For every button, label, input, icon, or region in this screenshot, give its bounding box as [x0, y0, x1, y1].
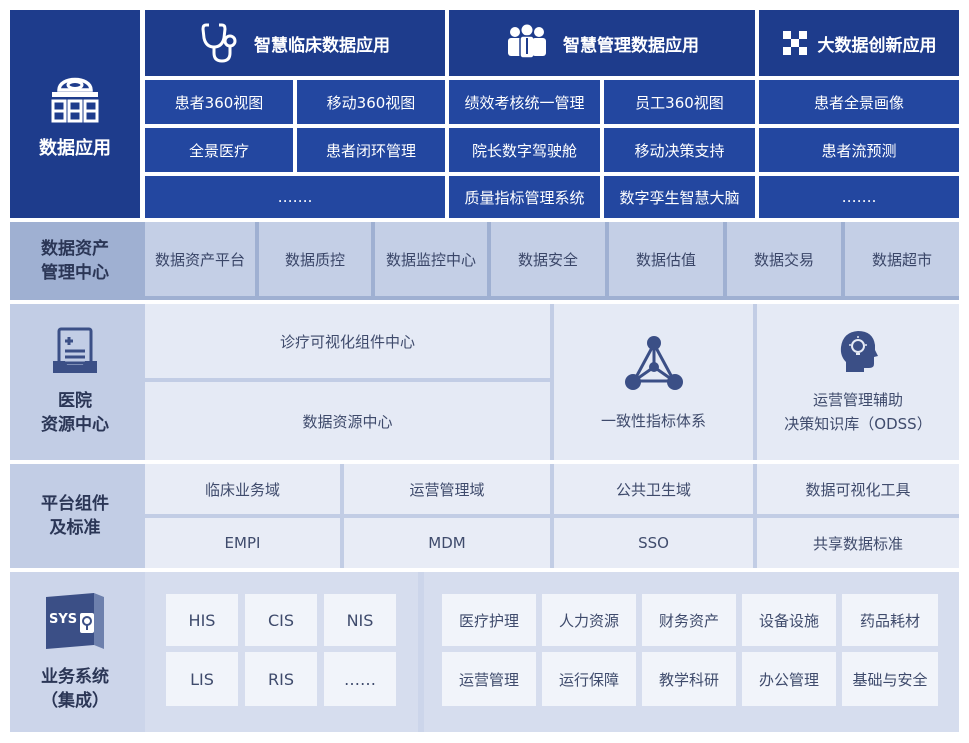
header-clinical-title: 智慧临床数据应用: [254, 35, 390, 56]
system-tile: 药品耗材: [842, 594, 938, 646]
app-tile: 质量指标管理系统: [449, 176, 600, 218]
system-tile: 人力资源: [542, 594, 636, 646]
platform-standard: MDM: [344, 518, 550, 568]
app-tile: 绩效考核统一管理: [449, 80, 600, 124]
app-tile: 全景医疗: [145, 128, 293, 172]
system-tile-ellipsis: ……: [324, 652, 396, 706]
platform-domain: 运营管理域: [344, 464, 550, 514]
database-app-icon: [48, 68, 102, 124]
brain-bulb-icon: [838, 328, 878, 374]
system-tile: CIS: [245, 594, 317, 646]
index-system-card: 一致性指标体系: [554, 304, 753, 460]
odss-card: 运营管理辅助 决策知识库（ODSS）: [757, 304, 959, 460]
system-tile: 医疗护理: [442, 594, 536, 646]
asset-label: 数据资产 管理中心: [10, 222, 140, 300]
platform-domain: 公共卫生域: [554, 464, 753, 514]
system-tile: 办公管理: [742, 652, 836, 706]
index-system-label: 一致性指标体系: [600, 411, 706, 430]
asset-item: 数据交易: [727, 222, 841, 296]
app-tile: 患者360视图: [145, 80, 293, 124]
viz-component-center: 诊疗可视化组件中心: [145, 304, 550, 378]
asset-item: 数据超市: [845, 222, 959, 296]
asset-item: 数据估值: [609, 222, 723, 296]
app-tile: 患者闭环管理: [297, 128, 445, 172]
odss-line1: 运营管理辅助: [812, 391, 903, 409]
hospital-label: 医院 资源中心: [10, 304, 140, 460]
data-app-label: 数据应用: [39, 138, 111, 159]
platform-domain: 临床业务域: [145, 464, 340, 514]
app-tile: 患者全景画像: [759, 80, 959, 124]
app-tile: 移动决策支持: [604, 128, 755, 172]
medical-record-icon: [51, 327, 99, 375]
system-tile: 财务资产: [642, 594, 736, 646]
platform-standard: SSO: [554, 518, 753, 568]
system-tile: 设备设施: [742, 594, 836, 646]
app-tile: 患者流预测: [759, 128, 959, 172]
asset-label-line2: 管理中心: [41, 263, 109, 283]
header-management: 智慧管理数据应用: [449, 10, 755, 76]
system-tile: 教学科研: [642, 652, 736, 706]
stethoscope-icon: [200, 22, 240, 64]
asset-item: 数据监控中心: [375, 222, 487, 296]
platform-label-line1: 平台组件: [41, 494, 109, 514]
hospital-label-line2: 资源中心: [41, 415, 109, 435]
sys-icon-text: SYS: [49, 612, 78, 627]
header-innovation: 大数据创新应用: [759, 10, 959, 76]
network-triangle-icon: [623, 334, 685, 392]
app-tile: 院长数字驾驶舱: [449, 128, 600, 172]
data-cubes-icon: [782, 30, 808, 56]
system-tile: HIS: [166, 594, 238, 646]
platform-label-line2: 及标准: [49, 518, 101, 538]
app-tile-ellipsis: …….: [145, 176, 445, 218]
header-innovation-title: 大数据创新应用: [817, 35, 937, 56]
system-tile: 基础与安全: [842, 652, 938, 706]
business-label-line1: 业务系统: [41, 667, 109, 687]
sys-server-icon: SYS: [42, 591, 108, 653]
system-tile: 运营管理: [442, 652, 536, 706]
platform-label: 平台组件 及标准: [10, 464, 140, 568]
business-label-line2: （集成）: [41, 691, 109, 711]
header-management-title: 智慧管理数据应用: [563, 35, 699, 56]
odss-line2: 决策知识库（ODSS）: [784, 415, 932, 433]
system-tile: LIS: [166, 652, 238, 706]
app-tile: 移动360视图: [297, 80, 445, 124]
system-tile: NIS: [324, 594, 396, 646]
app-tile: 员工360视图: [604, 80, 755, 124]
data-app-label-panel: 数据应用: [10, 10, 140, 218]
business-label: SYS 业务系统 （集成）: [10, 572, 140, 732]
asset-item: 数据资产平台: [145, 222, 255, 296]
asset-item: 数据质控: [259, 222, 371, 296]
hospital-label-line1: 医院: [58, 391, 92, 411]
app-tile-ellipsis: …….: [759, 176, 959, 218]
platform-domain: 数据可视化工具: [757, 464, 959, 514]
system-tile: 运行保障: [542, 652, 636, 706]
data-resource-center: 数据资源中心: [145, 382, 550, 460]
team-icon: [505, 24, 549, 62]
asset-label-line1: 数据资产: [41, 239, 109, 259]
app-tile: 数字孪生智慧大脑: [604, 176, 755, 218]
platform-standard: EMPI: [145, 518, 340, 568]
asset-item: 数据安全: [491, 222, 605, 296]
header-clinical: 智慧临床数据应用: [145, 10, 445, 76]
platform-standard: 共享数据标准: [757, 518, 959, 568]
system-tile: RIS: [245, 652, 317, 706]
